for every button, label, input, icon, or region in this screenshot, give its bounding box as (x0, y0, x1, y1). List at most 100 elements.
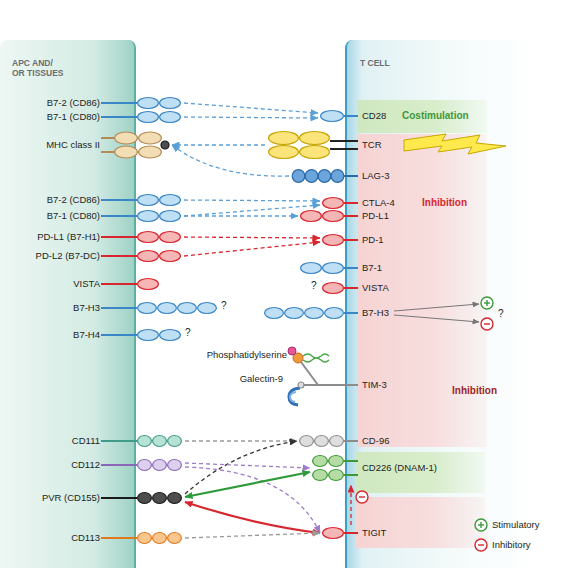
domain-oval (138, 533, 152, 544)
molecule-glyph (264, 305, 480, 321)
molecule-glyph (320, 108, 480, 124)
domain-circle (292, 170, 305, 183)
legend-symbol (475, 519, 487, 531)
molecule: CTLA-4 (322, 195, 480, 211)
domain-oval (138, 232, 159, 243)
molecule-stem (101, 199, 137, 201)
molecule-glyph (322, 525, 480, 541)
legend-symbol (478, 544, 484, 545)
molecule-stem (101, 307, 137, 309)
molecule: B7-2 (CD86) (10, 95, 181, 111)
molecule-stem (344, 202, 358, 204)
molecule-stem (344, 440, 358, 442)
molecule-label: B7-H3 (362, 307, 389, 319)
molecule-glyph (10, 300, 217, 316)
domain-oval (301, 211, 322, 222)
molecule-label: CD111 (10, 435, 100, 447)
molecule-label: PD-L2 (B7-DC) (10, 250, 100, 262)
molecule-glyph (10, 490, 182, 506)
binding-arrow (184, 103, 318, 113)
molecule-stem (344, 474, 358, 476)
domain-circle (331, 170, 344, 183)
molecule-label: VISTA (362, 282, 389, 294)
molecule-glyph (10, 433, 182, 449)
molecule-stem (101, 137, 114, 139)
molecule-glyph (10, 530, 182, 546)
molecule-stem (344, 460, 358, 462)
molecule: B7-H4 (10, 327, 181, 343)
molecule: B7-H3 (10, 300, 217, 316)
molecule-glyph (10, 95, 181, 111)
domain-oval (138, 493, 152, 504)
molecule-label: VISTA (10, 278, 100, 290)
molecule-stem (344, 267, 358, 269)
legend-text: Stimulatory (492, 519, 540, 531)
molecule-label: CTLA-4 (362, 197, 395, 209)
binding-arrow (184, 242, 320, 256)
molecule-glyph (10, 130, 170, 160)
domain-oval (115, 146, 138, 158)
domain-oval (300, 132, 330, 145)
molecule-glyph (10, 276, 159, 292)
molecule-label: B7-1 (CD80) (10, 210, 100, 222)
molecule-glyph (268, 130, 480, 160)
molecule-stem (344, 239, 358, 241)
molecule: CD113 (10, 530, 182, 546)
domain-oval (153, 533, 167, 544)
costimulation-band (355, 452, 485, 493)
domain-oval (138, 279, 159, 290)
domain-circle (161, 141, 169, 149)
domain-oval (198, 303, 217, 314)
domain-oval (168, 460, 182, 471)
inhibitory-symbol (359, 496, 365, 497)
molecule-label: CD226 (DNAM-1) (362, 462, 437, 474)
molecule: CD-96 (299, 433, 480, 449)
binding-arrow (185, 533, 320, 538)
binding-arrow (185, 472, 310, 497)
molecule: B7-2 (CD86) (10, 192, 181, 208)
binding-arrow (185, 463, 310, 468)
molecule: PVR (CD155) (10, 490, 182, 506)
domain-oval (325, 308, 344, 319)
inhibitory-symbol (356, 491, 368, 503)
domain-oval (330, 436, 344, 447)
domain-oval (329, 456, 344, 467)
molecule-stem (101, 116, 137, 118)
binding-arrow (185, 502, 320, 533)
molecule-stem (101, 537, 137, 539)
domain-oval (323, 211, 344, 222)
molecule: B7-1 (300, 260, 480, 276)
molecule-stem (330, 148, 358, 150)
uncertainty-mark: ? (185, 327, 191, 339)
molecule-stem (101, 464, 137, 466)
molecule-label: PVR (CD155) (10, 492, 100, 504)
binding-arrow (172, 145, 289, 176)
molecule-glyph (322, 195, 480, 211)
binding-arrow (350, 485, 351, 525)
binding-arrow (184, 200, 320, 201)
molecule-stem (344, 215, 358, 217)
domain-oval (323, 528, 344, 539)
domain-oval (323, 198, 344, 209)
molecule-stem (344, 115, 358, 117)
molecule: LAG-3 (292, 168, 480, 184)
molecule-label: TIGIT (362, 527, 386, 539)
molecule-stem (101, 236, 137, 238)
domain-oval (323, 283, 344, 294)
domain-oval (300, 436, 314, 447)
domain-oval (138, 112, 159, 123)
domain-oval (158, 303, 177, 314)
molecule-glyph (322, 280, 480, 296)
molecule-glyph (10, 229, 181, 245)
legend-symbol (474, 538, 488, 552)
domain-oval (178, 303, 197, 314)
binding-arrow (184, 215, 298, 216)
binding-arrow (184, 205, 320, 216)
molecule: PD-L1 (B7-H1) (10, 229, 181, 245)
molecule-stem (101, 215, 137, 217)
domain-oval (313, 470, 328, 481)
molecule-label: PD-L1 (B7-H1) (10, 231, 100, 243)
molecule-glyph (298, 377, 480, 393)
domain-oval (269, 132, 299, 145)
domain-oval (139, 132, 162, 144)
